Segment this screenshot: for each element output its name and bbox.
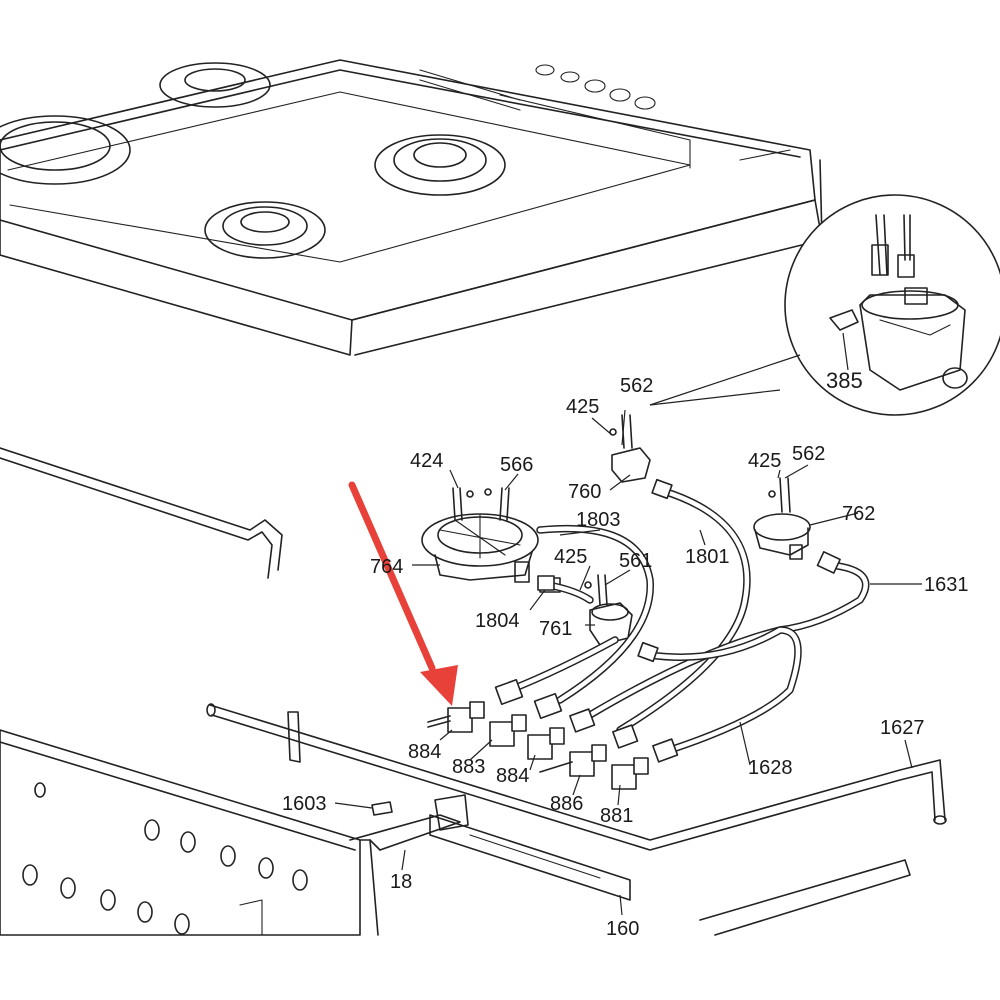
label-883: 883 [452, 756, 485, 778]
label-566: 566 [500, 454, 533, 476]
label-425-mid: 425 [554, 546, 587, 568]
burner-761 [539, 574, 633, 646]
front-control-panel [0, 729, 381, 936]
tube-fittings [494, 478, 841, 763]
label-1801: 1801 [685, 546, 730, 568]
cooktop-panel [0, 59, 823, 356]
label-884-b: 884 [496, 765, 529, 787]
label-761: 761 [539, 618, 572, 640]
rail-right [699, 859, 911, 936]
valve-883 [489, 714, 527, 747]
label-425-top: 425 [566, 396, 599, 418]
label-160: 160 [606, 918, 639, 940]
label-1628: 1628 [748, 757, 793, 779]
label-385: 385 [826, 368, 863, 393]
valve-881 [611, 757, 649, 790]
label-561: 561 [619, 550, 652, 572]
valve-row [427, 701, 649, 790]
label-424: 424 [410, 450, 443, 472]
label-1603: 1603 [282, 793, 327, 815]
rail-160 [349, 794, 631, 901]
inset-detail-385 [784, 194, 1000, 416]
callout-leaders-top [649, 354, 801, 406]
knob-holes [535, 64, 656, 110]
label-1804: 1804 [475, 610, 520, 632]
label-562-top: 562 [620, 375, 653, 397]
label-760: 760 [568, 481, 601, 503]
label-425-right: 425 [748, 450, 781, 472]
label-562-right: 562 [792, 443, 825, 465]
valve-886 [539, 744, 607, 777]
burner-front-right [374, 134, 506, 196]
label-764: 764 [370, 556, 403, 578]
label-1627: 1627 [880, 717, 925, 739]
left-rod [0, 447, 283, 579]
label-886: 886 [550, 793, 583, 815]
highlight-arrow [348, 481, 458, 706]
burner-762 [753, 477, 811, 560]
burner-rear-right [159, 62, 271, 108]
burner-760 [609, 414, 651, 483]
label-18: 18 [390, 871, 412, 893]
burner-764 [421, 487, 539, 583]
valve-884-b [527, 727, 565, 760]
manifold-pipe [206, 703, 947, 851]
valve-884-a [427, 701, 485, 733]
leader-lines [334, 409, 922, 916]
burner-rear-left [0, 115, 131, 185]
label-881: 881 [600, 805, 633, 827]
label-884-a: 884 [408, 741, 441, 763]
burner-front-left [204, 201, 326, 259]
part-labels: 562 425 385 424 566 760 1803 1801 425 56… [282, 368, 969, 940]
bracket-1603 [371, 801, 393, 816]
label-1631: 1631 [924, 574, 969, 596]
label-762: 762 [842, 503, 875, 525]
label-1803: 1803 [576, 509, 621, 531]
